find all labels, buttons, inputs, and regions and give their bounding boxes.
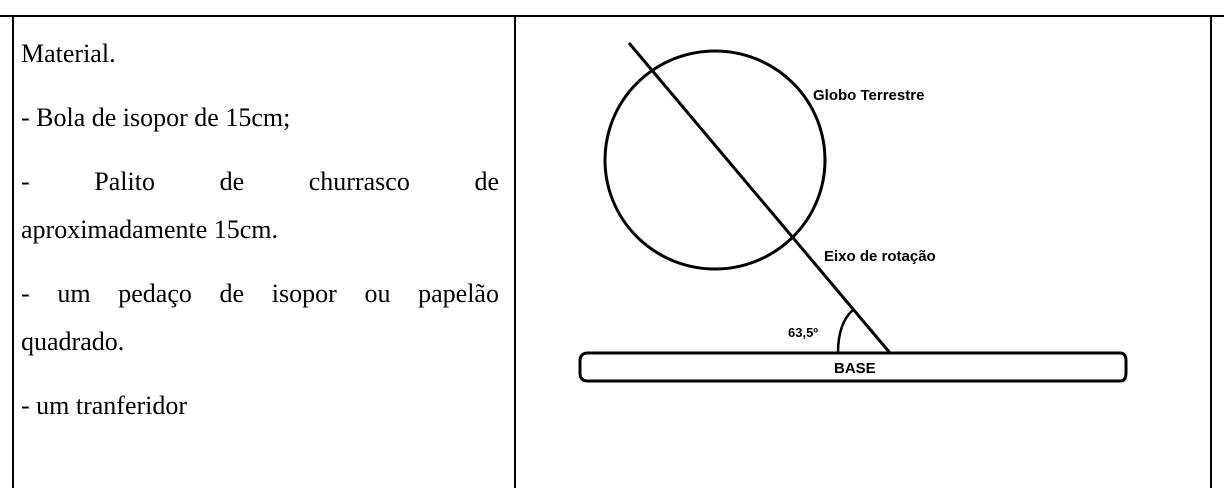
word: -	[21, 279, 30, 308]
word: pedaço	[118, 279, 192, 308]
word: Palito	[94, 167, 155, 196]
word: churrasco	[308, 167, 410, 196]
word: de	[219, 279, 245, 308]
earth-axis-diagram: Globo Terrestre Eixo de rotação 63,5º BA…	[578, 42, 1128, 383]
materials-cell: Material. - Bola de isopor de 15cm; - Pa…	[21, 30, 499, 430]
diagram-cell: Globo Terrestre Eixo de rotação 63,5º BA…	[516, 17, 1210, 488]
material-item-base: - um pedaço de isopor ou papelão	[21, 270, 499, 318]
table-border-left	[12, 15, 14, 488]
base-bar	[578, 351, 1128, 383]
table-border-middle	[514, 15, 516, 488]
angle-label: 63,5º	[788, 325, 818, 340]
axis-label: Eixo de rotação	[824, 248, 936, 265]
materials-title: Material.	[21, 39, 116, 68]
material-item-protractor: - um tranferidor	[21, 391, 188, 420]
word: isopor	[271, 279, 337, 308]
table-border-top	[0, 15, 1224, 17]
word: um	[57, 279, 91, 308]
word: -	[21, 167, 30, 196]
word: papelão	[418, 279, 499, 308]
table-border-right	[1210, 15, 1212, 488]
material-item-ball: - Bola de isopor de 15cm;	[21, 103, 291, 132]
globe-label: Globo Terrestre	[813, 87, 924, 104]
globe-circle	[603, 49, 827, 271]
rotation-axis-line	[627, 42, 892, 354]
material-item-stick: - Palito de churrasco de	[21, 158, 499, 206]
material-item-base-cont: quadrado.	[21, 327, 125, 356]
material-item-stick-cont: aproximadamente 15cm.	[21, 215, 279, 244]
base-label: BASE	[834, 360, 876, 377]
word: de	[219, 167, 245, 196]
word: de	[474, 167, 499, 196]
angle-arc	[836, 308, 855, 354]
word: ou	[364, 279, 391, 308]
